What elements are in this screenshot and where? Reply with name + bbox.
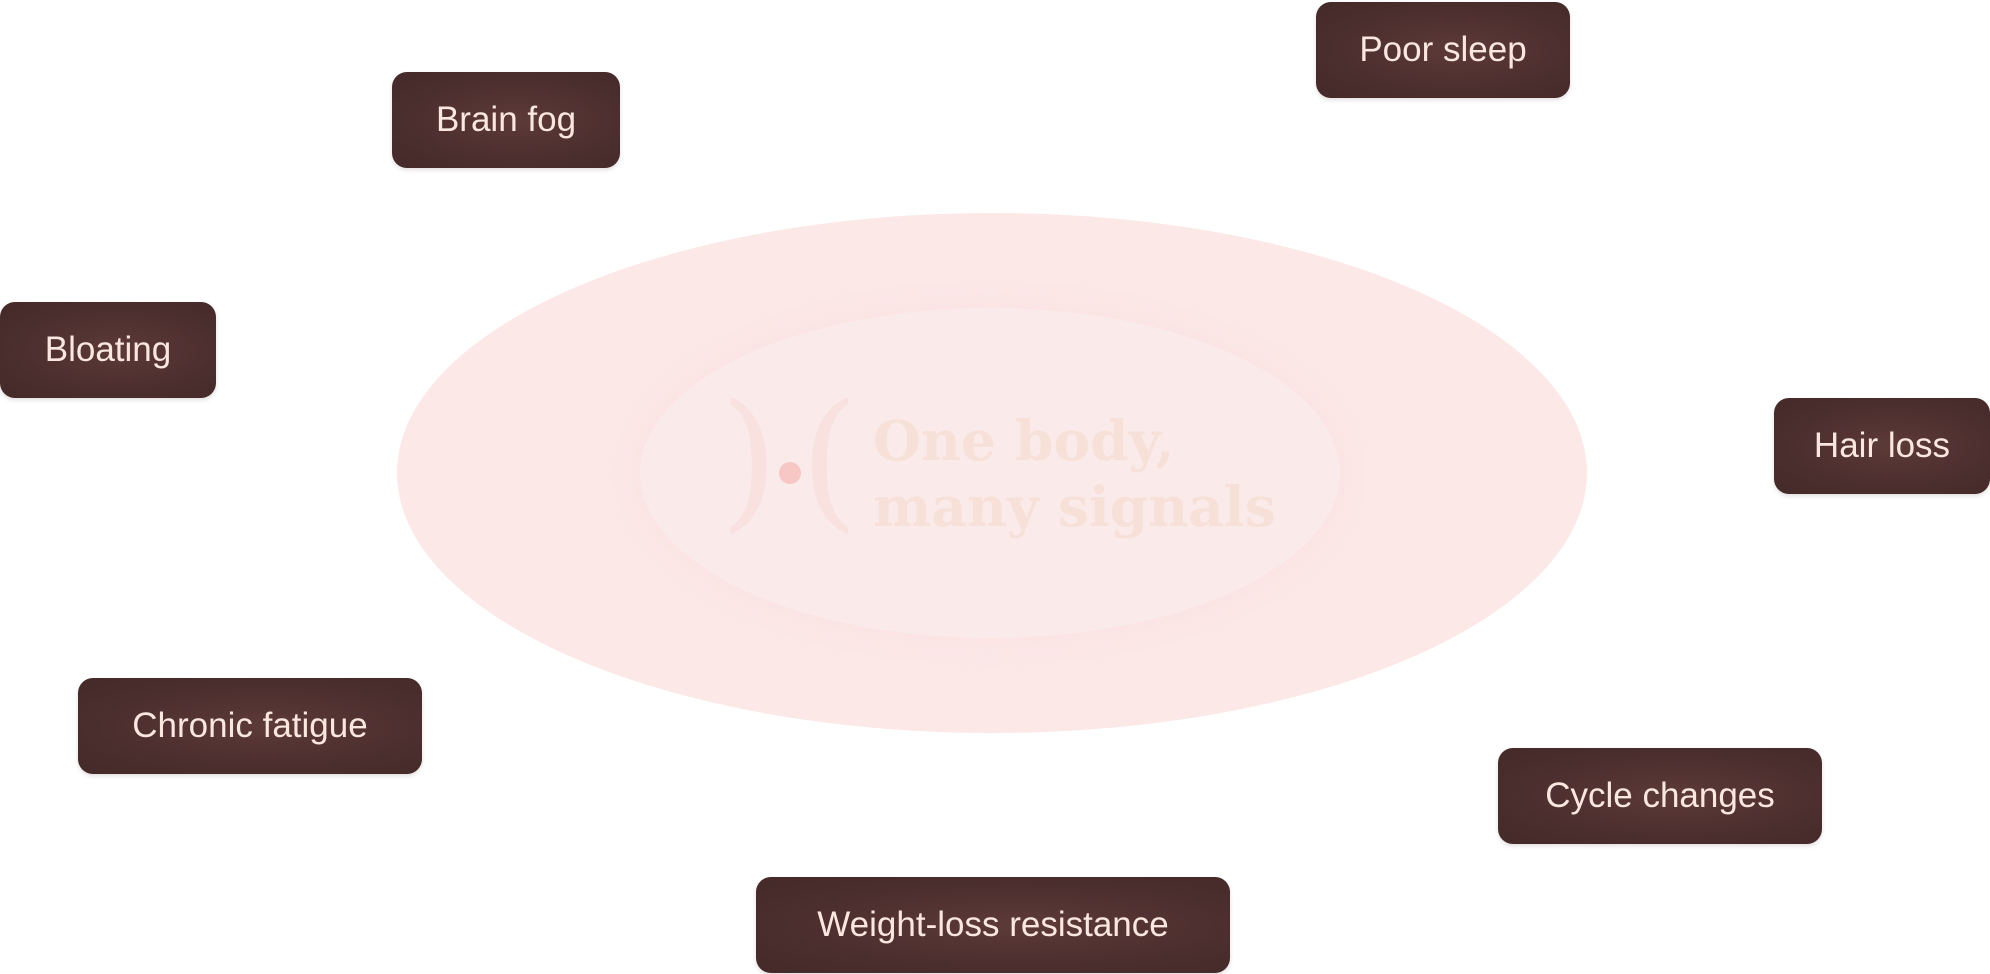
- headline-line-2: many signals: [873, 474, 1276, 539]
- center-headline: One body, many signals: [873, 408, 1276, 540]
- symptom-chip-chronic-fatigue[interactable]: Chronic fatigue: [78, 678, 422, 774]
- right-bracket-glyph: (: [800, 373, 859, 547]
- symptom-chip-poor-sleep[interactable]: Poor sleep: [1316, 2, 1570, 98]
- symptom-chip-hair-loss[interactable]: Hair loss: [1774, 398, 1990, 494]
- symptom-chip-cycle-changes[interactable]: Cycle changes: [1498, 748, 1822, 844]
- symptom-chip-bloating[interactable]: Bloating: [0, 302, 216, 398]
- symptom-chip-weight-loss-resistance[interactable]: Weight-loss resistance: [756, 877, 1230, 973]
- headline-line-1: One body,: [873, 408, 1175, 473]
- center-dot-icon: [779, 462, 801, 484]
- inner-ellipse: [640, 308, 1340, 638]
- symptom-chip-brain-fog[interactable]: Brain fog: [392, 72, 620, 168]
- left-bracket-glyph: ): [720, 373, 779, 547]
